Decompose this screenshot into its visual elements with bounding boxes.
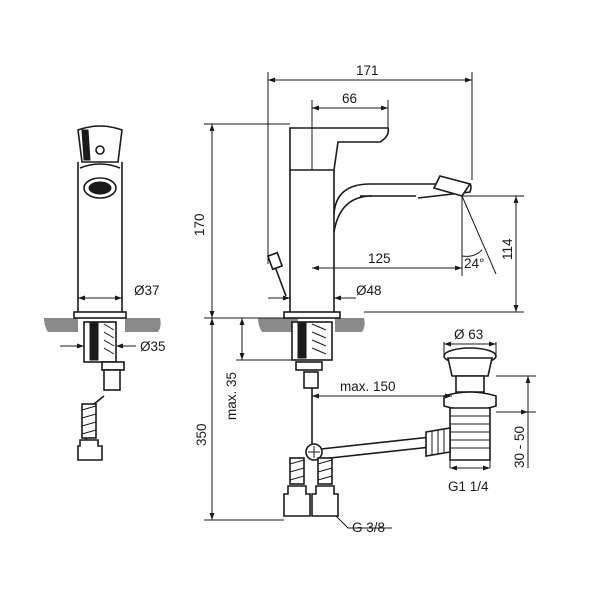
angle-ref-slant — [461, 195, 497, 275]
body-outline — [77, 162, 123, 312]
dim-label-24deg: 24° — [464, 256, 484, 271]
hose-fitting — [77, 439, 103, 461]
fixing-nut — [101, 361, 125, 371]
front-fixing-nut — [295, 361, 323, 371]
front-base-flange — [283, 311, 341, 319]
base-flange — [73, 311, 127, 319]
front-shank-thread — [311, 323, 327, 355]
countertop-right — [125, 318, 161, 332]
waste-thread-lines — [450, 415, 490, 449]
spout-tip — [432, 175, 472, 197]
hose-fitting-right — [311, 485, 339, 517]
dim-label-diameter-63: Ø 63 — [454, 327, 483, 342]
shank — [83, 321, 117, 363]
leader-g38 — [335, 515, 392, 529]
front-countertop-right — [335, 318, 365, 332]
waste-plug-body — [447, 357, 493, 377]
hose-fitting-left — [283, 485, 311, 517]
dim-label-max-35: max. 35 — [224, 372, 239, 420]
hose-braids — [289, 459, 333, 481]
handle-dot — [95, 145, 105, 155]
dim-label-171: 171 — [356, 63, 379, 78]
hose-braid — [81, 405, 97, 435]
spout-underside — [333, 195, 373, 233]
waste-socket-ribs — [431, 429, 445, 455]
handle-shadow — [81, 129, 91, 161]
lever-handle — [289, 127, 390, 171]
dim-label-170: 170 — [192, 213, 207, 236]
popup-lever — [273, 263, 287, 297]
front-view: 171 66 170 125 114 24° Ø48 max. 35 — [192, 63, 536, 535]
front-shank-stud — [297, 321, 307, 359]
aerator-mesh — [88, 181, 112, 195]
dim-label-g114: G1 1/4 — [448, 479, 489, 494]
body-top-curve — [79, 163, 121, 169]
shank-thread — [103, 323, 115, 355]
dim-label-114: 114 — [500, 238, 515, 260]
rod-guide — [303, 371, 319, 389]
popup-knob — [266, 251, 284, 271]
dim-label-max-150: max. 150 — [340, 379, 396, 394]
hose-nut-top — [103, 369, 121, 391]
dim-label-66: 66 — [342, 91, 357, 106]
waste-neck — [455, 375, 485, 393]
faucet-body — [289, 170, 335, 312]
rod-clamp-cross — [308, 446, 320, 458]
hose-body — [81, 403, 97, 439]
dim-label-diameter-35: Ø35 — [140, 339, 166, 354]
front-countertop-left — [258, 318, 298, 332]
dim-label-350: 350 — [194, 423, 209, 446]
dim-label-g38: G 3/8 — [352, 520, 385, 535]
dim-label-125: 125 — [368, 251, 391, 266]
side-view: Ø37 Ø35 — [44, 125, 166, 461]
angle-arc — [461, 249, 483, 257]
countertop-left — [44, 318, 78, 332]
dim-label-30-50: 30 - 50 — [512, 426, 527, 468]
shank-stud — [89, 321, 99, 361]
dim-label-diameter-37: Ø37 — [134, 283, 160, 298]
horizontal-rod — [311, 435, 441, 461]
dim-label-diameter-48: Ø48 — [356, 283, 382, 298]
